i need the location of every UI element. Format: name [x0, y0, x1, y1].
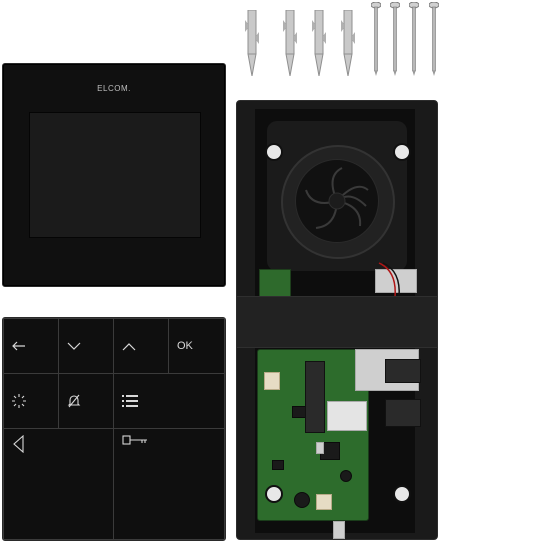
brand-logo: ELCOM. [97, 84, 131, 93]
key-icon [122, 435, 148, 445]
connector [333, 521, 345, 539]
speaker-vanes [305, 167, 369, 229]
speaker-button[interactable] [3, 428, 114, 540]
mounting-hole [265, 485, 283, 503]
capacitor [294, 492, 310, 508]
monitor-screen [29, 112, 201, 238]
menu-button[interactable] [113, 373, 225, 429]
center-band [237, 296, 437, 348]
module [316, 442, 324, 454]
keypad-module: OK [2, 317, 226, 541]
video-monitor: ELCOM. [2, 63, 226, 287]
arrow-left-icon [12, 341, 26, 351]
cable [378, 262, 400, 298]
capacitor [340, 470, 352, 482]
back-button[interactable] [3, 318, 59, 374]
wall-plug [245, 10, 259, 76]
wall-plug [341, 10, 355, 76]
bell-mute-icon [67, 394, 81, 408]
speaker-cone [295, 159, 379, 243]
mounting-hole [265, 143, 283, 161]
ok-label: OK [177, 339, 193, 352]
door-open-button[interactable] [113, 428, 225, 540]
terminal-block [305, 361, 325, 433]
down-button[interactable] [58, 318, 114, 374]
bracket [327, 401, 367, 431]
mounting-hole [393, 143, 411, 161]
light-button[interactable] [3, 373, 59, 429]
light-icon [12, 394, 26, 408]
mute-button[interactable] [58, 373, 114, 429]
coil [316, 494, 332, 510]
connector-board [259, 269, 291, 301]
screw [371, 2, 381, 76]
screw [409, 2, 419, 76]
relay [264, 372, 280, 390]
chevron-down-icon [67, 342, 81, 351]
speaker-icon [12, 435, 24, 453]
wall-plug [312, 10, 326, 76]
screw [390, 2, 400, 76]
ok-button[interactable]: OK [168, 318, 225, 374]
up-button[interactable] [113, 318, 169, 374]
chevron-up-icon [122, 342, 136, 351]
wall-plug [283, 10, 297, 76]
screw [429, 2, 439, 76]
ic-chip [272, 460, 284, 470]
terminal-block [385, 399, 421, 427]
mounting-hole [393, 485, 411, 503]
terminal-block [385, 359, 421, 383]
menu-icon [122, 395, 138, 407]
door-station [236, 100, 438, 540]
cable-clip [375, 269, 417, 293]
